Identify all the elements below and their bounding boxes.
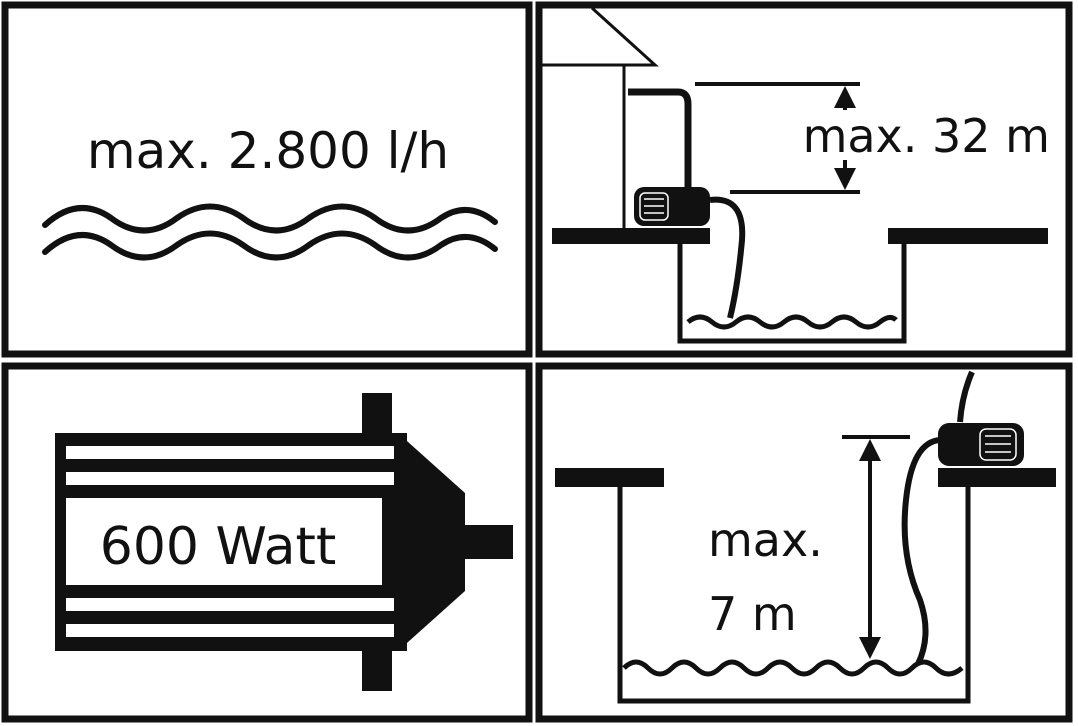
ground-slab-right (888, 228, 1048, 244)
motor-end-cap (398, 433, 465, 651)
electric-motor-icon (55, 393, 513, 691)
suction-depth-label-line1: max. (708, 513, 823, 567)
pump-icon (938, 423, 1024, 466)
pump-icon (634, 187, 710, 226)
suction-hose (901, 437, 941, 666)
panel-suction-depth: max. 7 m (535, 362, 1073, 723)
panel-power: 600 Watt (1, 362, 533, 723)
flow-rate-label: max. 2.800 l/h (87, 122, 449, 180)
suction-hose (709, 196, 746, 319)
well-water-icon (686, 314, 898, 330)
house-icon (539, 6, 659, 228)
motor-label-window (66, 498, 382, 585)
delivery-head-label: max. 32 m (803, 109, 1050, 163)
motor-bottom-terminal (362, 651, 392, 691)
water-waves-icon (42, 203, 498, 261)
ground-slab-left (555, 468, 664, 487)
well-outline (617, 487, 971, 704)
delivery-pipe (628, 88, 692, 200)
power-label: 600 Watt (100, 517, 337, 577)
panel-delivery-head: max. 32 m (535, 1, 1073, 358)
panel-power-frame (1, 362, 533, 723)
ground-slab-left (552, 228, 710, 244)
outlet-pipe (957, 370, 975, 423)
panel-delivery-head-frame (535, 1, 1073, 358)
motor-top-terminal (362, 393, 392, 433)
height-dimension-icon (695, 82, 860, 194)
well-water-icon (622, 659, 964, 677)
delivery-head-label-backdrop (762, 110, 1052, 160)
pump-lifting-to-house-icon (539, 6, 1048, 344)
pump-suction-from-well-icon (555, 370, 1056, 704)
ground-slab-right (938, 468, 1056, 487)
motor-shaft (463, 525, 513, 559)
panel-flow-rate-frame (1, 1, 533, 358)
panel-flow-rate: max. 2.800 l/h (1, 1, 533, 358)
depth-dimension-icon (842, 435, 910, 659)
suction-depth-label-line2: 7 m (708, 587, 797, 641)
panel-suction-depth-frame (535, 362, 1073, 723)
well-outline (677, 244, 907, 344)
